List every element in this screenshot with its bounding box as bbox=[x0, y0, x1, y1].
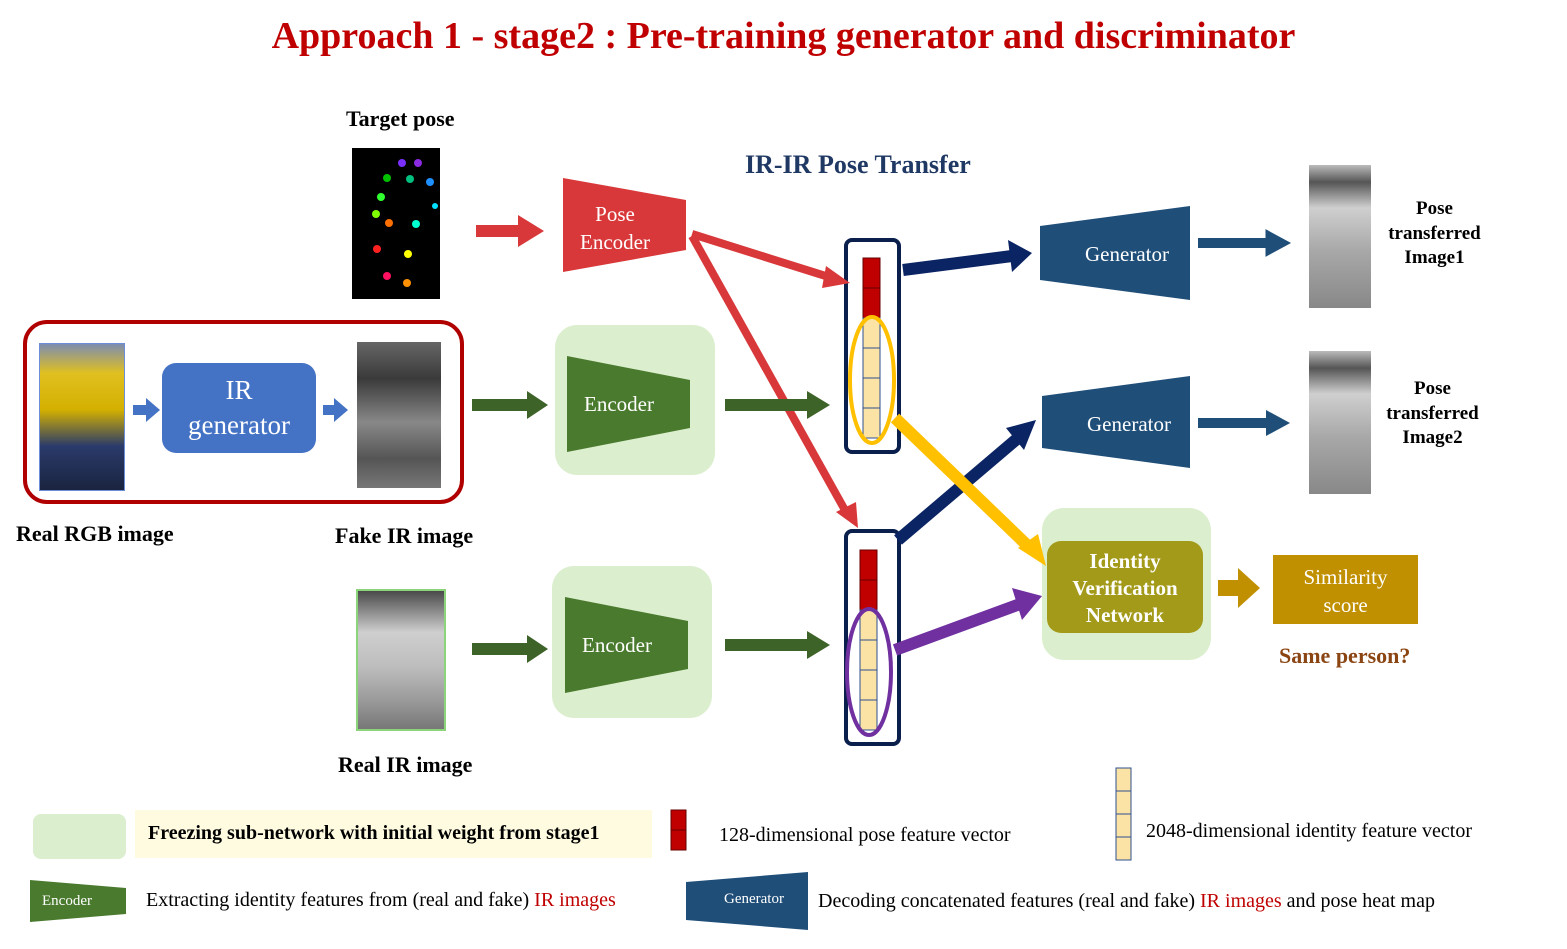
arrow-generator-to-image2 bbox=[1266, 410, 1290, 436]
legend-freeze-text: Freezing sub-network with initial weight… bbox=[148, 822, 600, 844]
arrow-rgb-to-generator bbox=[146, 398, 160, 422]
real-ir-image bbox=[356, 589, 446, 731]
target-pose-image bbox=[352, 148, 440, 299]
legend-encoder-desc-2: IR images bbox=[534, 889, 616, 911]
image2-caption-1: Pose bbox=[1414, 378, 1451, 399]
arrow-pose-to-bottom-vector bbox=[836, 502, 858, 528]
arrow-top-vector-to-generator bbox=[1008, 240, 1032, 272]
legend-generator-swatch bbox=[686, 872, 808, 930]
ir-generator-label-1: IR bbox=[225, 374, 253, 405]
page-title: Approach 1 - stage2 : Pre-training gener… bbox=[271, 15, 1296, 57]
image2-caption-2: transferred bbox=[1386, 402, 1479, 424]
legend-generator-desc-1: Decoding concatenated features (real and… bbox=[818, 890, 1201, 912]
legend-encoder-swatch bbox=[30, 880, 126, 922]
feature-vector-top-frame bbox=[844, 238, 901, 454]
identity-network-shape bbox=[1047, 541, 1203, 633]
encoder-top-label: Encoder bbox=[584, 392, 654, 416]
arrow-identity-to-similarity bbox=[1238, 568, 1260, 608]
pose-encoder-label-2: Encoder bbox=[580, 230, 650, 254]
arrow-fake-to-encoder bbox=[527, 391, 548, 419]
arrow-pose-to-top-vector bbox=[822, 266, 850, 288]
diagram-subtitle: IR-IR Pose Transfer bbox=[745, 150, 971, 179]
arrow-encoder-to-top-vector bbox=[807, 391, 830, 419]
similarity-score-shape bbox=[1273, 555, 1418, 624]
image1-caption-3: Image1 bbox=[1404, 247, 1465, 269]
ir-generator-block: IR generator bbox=[162, 363, 316, 453]
ir-generator-label-2: generator bbox=[188, 410, 290, 440]
similarity-label-2: score bbox=[1323, 593, 1368, 617]
pose-encoder-shape bbox=[563, 178, 686, 272]
identity-label-2: Verification bbox=[1072, 576, 1178, 600]
legend-freeze-text-bg bbox=[135, 810, 652, 858]
encoder-bottom-label: Encoder bbox=[582, 633, 652, 657]
arrow-bottom-vector-to-generator bbox=[1006, 420, 1036, 450]
real-rgb-caption: Real RGB image bbox=[16, 521, 174, 546]
target-pose-caption: Target pose bbox=[346, 106, 455, 131]
encoder-bottom-shape bbox=[565, 597, 688, 693]
identity-highlight-bottom bbox=[845, 607, 893, 737]
pose-encoder-label: Pose Encoder bbox=[563, 200, 667, 256]
legend-generator-desc: Decoding concatenated features (real and… bbox=[818, 890, 1435, 913]
arrow-encoder-to-bottom-vector bbox=[807, 631, 830, 659]
encoder-top-shape bbox=[567, 356, 690, 452]
image2-caption-3: Image2 bbox=[1402, 427, 1463, 449]
feature-vector-bottom-frame bbox=[844, 529, 901, 746]
generator-top-shape bbox=[1040, 206, 1190, 300]
arrow-generator-to-fake bbox=[334, 398, 348, 422]
real-rgb-image bbox=[39, 343, 125, 491]
image1-caption-2: transferred bbox=[1388, 222, 1481, 244]
identity-network-label: Identity Verification Network bbox=[1047, 548, 1203, 629]
fake-ir-image bbox=[357, 342, 441, 488]
image1-caption-1: Pose bbox=[1416, 198, 1453, 219]
legend-generator-desc-2: IR images bbox=[1200, 890, 1282, 912]
identity-highlight-top bbox=[848, 315, 896, 445]
legend-pose-vector-text: 128-dimensional pose feature vector bbox=[719, 824, 1011, 846]
legend-encoder-desc: Extracting identity features from (real … bbox=[146, 889, 616, 912]
legend-encoder-tag: Encoder bbox=[42, 893, 92, 909]
arrow-bottom-identity-to-verification bbox=[1012, 588, 1042, 620]
image1-caption: Pose transferred Image1 bbox=[1372, 197, 1497, 271]
identity-label-3: Network bbox=[1085, 603, 1165, 627]
pose-encoder-label-1: Pose bbox=[595, 202, 635, 226]
arrow-top-identity-to-verification bbox=[1018, 534, 1046, 566]
similarity-label-1: Similarity bbox=[1303, 565, 1388, 589]
image2-caption: Pose transferred Image2 bbox=[1370, 377, 1495, 451]
generator-top-label: Generator bbox=[1085, 242, 1169, 266]
legend-freeze-swatch bbox=[33, 814, 126, 859]
same-person-question: Same person? bbox=[1279, 643, 1411, 668]
pose-transferred-image1 bbox=[1309, 165, 1371, 308]
identity-label-1: Identity bbox=[1089, 549, 1161, 573]
arrow-realir-to-encoder bbox=[527, 635, 548, 663]
generator-bottom-shape bbox=[1042, 376, 1190, 468]
arrow-generator-to-image1 bbox=[1265, 229, 1292, 257]
legend-identity-vector-text: 2048-dimensional identity feature vector bbox=[1146, 820, 1473, 842]
generator-bottom-label: Generator bbox=[1087, 412, 1171, 436]
real-ir-caption: Real IR image bbox=[338, 752, 473, 777]
legend-generator-desc-3: and pose heat map bbox=[1281, 890, 1435, 912]
ir-generation-group-frame bbox=[23, 320, 464, 504]
fake-ir-caption: Fake IR image bbox=[335, 523, 474, 548]
legend-generator-tag: Generator bbox=[724, 891, 784, 907]
similarity-score-label: Similarity score bbox=[1273, 563, 1418, 619]
legend-encoder-desc-1: Extracting identity features from (real … bbox=[146, 889, 535, 911]
pose-transferred-image2 bbox=[1309, 351, 1371, 494]
